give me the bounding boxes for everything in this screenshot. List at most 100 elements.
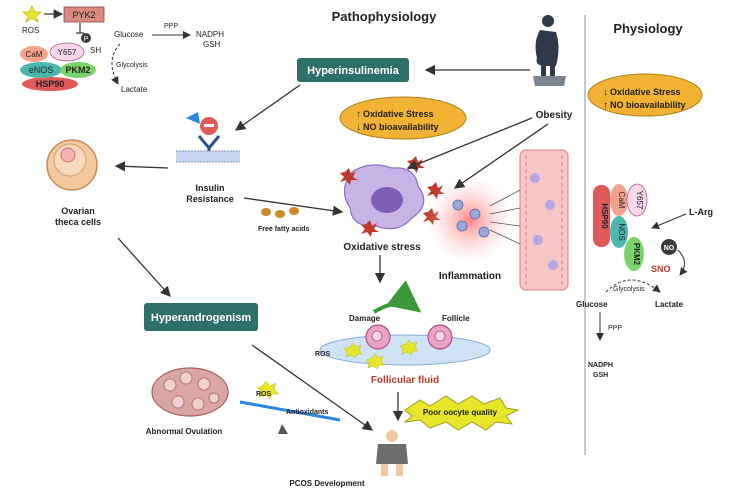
glycolysis-label: Glycolysis [116,62,148,69]
poor-oocyte-quality: Poor oocyte quality [403,395,520,431]
hyperinsulinemia-label: Hyperinsulinemia [307,65,400,77]
gsh-label: GSH [203,40,221,49]
resistance-label: Resistance [186,194,234,204]
inflammation-figure: Inflammation [425,149,569,291]
poor-oocyte-label: Poor oocyte quality [423,408,498,417]
hsp90-shape [22,77,78,91]
physiology-heading: Physiology [613,21,683,36]
arrow-down-no: ↓ [356,122,361,133]
sno-label: SNO [651,264,671,274]
arrow-down-ox-physio: ↓ [603,87,608,98]
abnormal-ovulation-figure: Abnormal Ovulation [146,367,229,436]
inflammation-glow [425,175,515,265]
hyperandrogenism-box [144,303,258,331]
no-icon [661,239,677,255]
cam-shape [20,46,48,62]
follicular-fluid-label: Follicular fluid [371,375,439,386]
insulin-label: Insulin [196,183,225,193]
damage-label: Damage [349,314,381,323]
y657-shape [49,42,85,62]
nos-vertical [610,216,628,248]
ox-stress-label-physio: Oxidative Stress [610,87,681,97]
ros-antioxidant-seesaw: ROS Antioxidants [239,380,341,434]
nos-label-physio: NOS [617,223,626,240]
ox-stress-ellipse-physio: ↓ Oxidative Stress ↑ NO bioavailability [587,73,703,117]
hyperandrogenism-label: Hyperandrogenism [151,312,251,324]
arrow-up-ox: ↑ [356,109,361,120]
enos-complex-physiology: HSP90 CaM Y657 NOS PKM2 L-Arg NO SNO Gly… [576,183,713,379]
inflammation-label: Inflammation [439,271,501,282]
pcos-development-label: PCOS Development [289,479,364,488]
phospho-label: P [84,36,89,43]
ppp-label: PPP [164,23,178,30]
ros-label-fluid: ROS [315,351,331,358]
phospho-icon [81,33,91,43]
oxidative-stress-cell: Oxidative stress [340,156,445,253]
pkm2-vertical [624,237,644,271]
lactate-label-physio: Lactate [655,300,684,309]
pcos-development-figure: PCOS Development [289,430,408,488]
larg-label: L-Arg [689,207,713,217]
obese-person-icon [535,30,559,66]
ros-label: ROS [22,26,39,35]
ros-seesaw-icon [256,380,280,400]
blood-vessel-icon [519,149,569,291]
enos-shape [20,62,62,78]
insulin-receptor-figure: Insulin Resistance [176,112,240,204]
no-bio-label-physio: NO bioavailability [610,100,686,110]
sh-label: SH [90,46,101,55]
ovarian-label: Ovarian [61,206,95,216]
ovarian-theca-cell-figure: Ovarian theca cells [46,139,101,227]
seesaw-beam [239,400,341,422]
hyperinsulinemia-box [297,58,409,82]
glucose-label: Glucose [114,30,144,39]
enos-label: eNOS [29,65,54,75]
free-fatty-acids: Free fatty acids [258,207,309,233]
y657-label: Y657 [58,48,77,57]
lactate-label: Lactate [121,85,148,94]
ox-stress-label-patho: Oxidative Stress [363,109,434,119]
obesity-figure: Obesity [533,15,573,121]
scale-icon [533,76,566,86]
arrow-up-no-physio: ↑ [603,100,608,111]
glycolysis-label-physio: Glycolysis [613,286,645,293]
ros-seesaw-label: ROS [256,391,272,398]
pcos-person-icon [376,444,408,464]
glucose-label-physio: Glucose [576,300,608,309]
antioxidants-label: Antioxidants [286,409,328,416]
hsp90-vertical [593,185,610,247]
follicular-fluid-figure: Damage Follicle ROS Follicular fluid [315,280,491,386]
nadph-label: NADPH [196,30,224,39]
ros-star-icon [21,5,43,23]
cell-membrane [176,151,240,162]
poor-oocyte-burst-icon [403,395,520,431]
cam-label: CaM [26,50,43,59]
pkm2-label: PKM2 [65,65,90,75]
obesity-label: Obesity [536,110,573,121]
pkm2-label-physio: PKM2 [632,243,641,266]
y657-vertical [626,183,648,217]
insulin-ligand-icon [186,112,200,124]
ppp-label-physio: PPP [608,325,622,332]
theca-cells-label: theca cells [55,217,101,227]
ffa-label: Free fatty acids [258,226,309,233]
no-bio-label-patho: NO bioavailability [363,122,439,132]
hsp90-label-physio: HSP90 [600,203,609,229]
pyk2-label: PYK2 [72,10,95,20]
nadph-label-physio: NADPH [588,362,613,369]
gsh-label-physio: GSH [593,372,608,379]
oxidative-stress-label: Oxidative stress [343,242,421,253]
y657-label-physio: Y657 [635,191,644,210]
abnormal-ovulation-label: Abnormal Ovulation [146,427,223,436]
ox-stress-ellipse-patho: ↑ Oxidative Stress ↓ NO bioavailability [339,96,467,140]
ros-burst-icon [340,168,358,185]
cam-label-physio: CaM [617,192,626,209]
pyk2-box [63,6,105,23]
follicle-label: Follicle [442,314,470,323]
no-label: NO [664,245,675,252]
pathophysiology-heading: Pathophysiology [332,9,438,24]
green-cycle-arrow [372,280,422,314]
enos-complex-top-left: ROS PYK2 P HSP90 eNOS PKM2 CaM Y657 SH G… [20,5,224,94]
